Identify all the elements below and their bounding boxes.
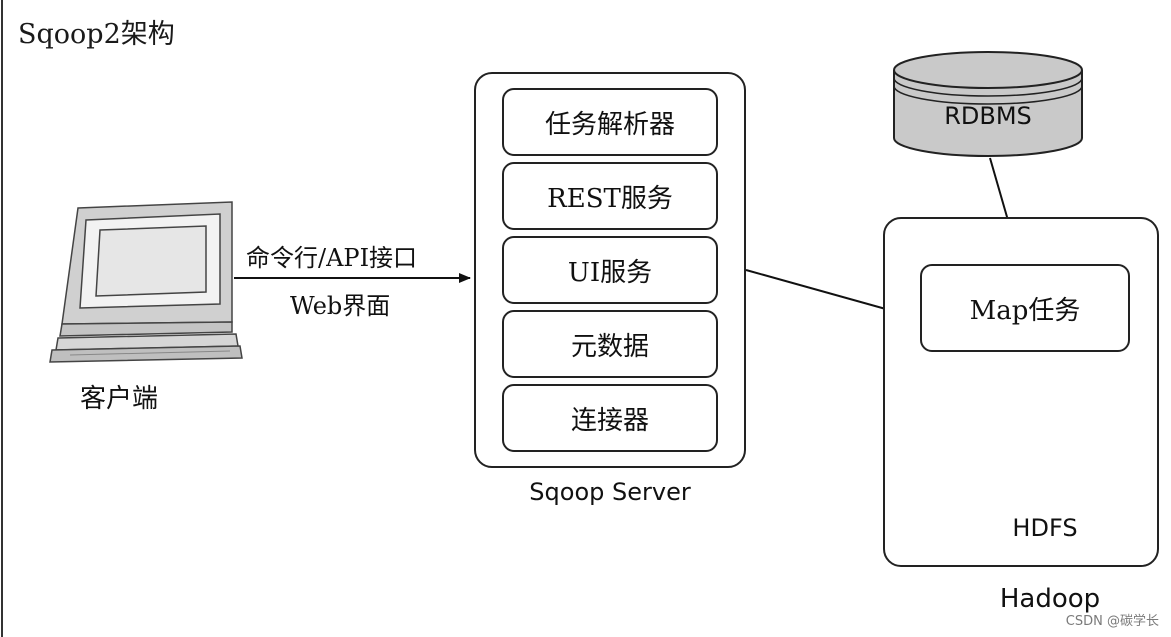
module-ui-service: UI服务 [502, 236, 718, 304]
client-label: 客户端 [80, 384, 159, 414]
hadoop-label: Hadoop [999, 584, 1101, 614]
module-task-parser: 任务解析器 [502, 88, 718, 156]
module-metadata: 元数据 [502, 310, 718, 378]
database-cylinder-icon [893, 51, 1083, 157]
arrow-label-web-ui: Web界面 [290, 292, 391, 320]
module-rest-service: REST服务 [502, 162, 718, 230]
diagram-title: Sqoop2架构 [18, 19, 175, 50]
module-connector: 连接器 [502, 384, 718, 452]
hdfs-label: HDFS [1012, 514, 1078, 542]
map-task-box: Map任务 [920, 264, 1130, 352]
watermark: CSDN @碳学长 [1065, 614, 1159, 629]
sqoop-server-label: Sqoop Server [529, 478, 691, 506]
computer-terminal-icon [49, 201, 243, 363]
arrow-label-cli-api: 命令行/API接口 [246, 244, 418, 272]
rdbms-label: RDBMS [944, 102, 1032, 130]
